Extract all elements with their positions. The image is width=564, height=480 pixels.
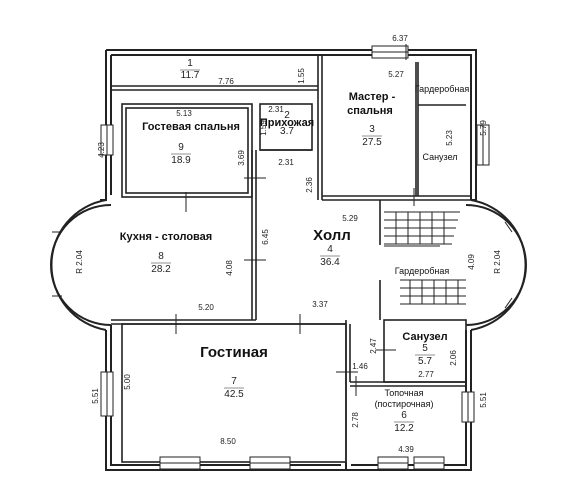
dim-5-20: 5.20 [198,303,214,312]
interior-walls [111,55,471,463]
dim-5-00: 5.00 [123,374,132,390]
dim-4-23: 4.23 [97,142,106,158]
room-9-number: 9 [178,142,184,153]
room-3-number: 3 [369,124,375,135]
room-4-area: 36.4 [320,257,340,268]
wardrobe-top-label: Гардеробная [415,84,470,94]
room-3-name-line2: спальня [347,105,393,117]
room-7-number: 7 [231,376,237,387]
dim-2-47: 2.47 [369,338,378,354]
dim-3-37: 3.37 [312,300,328,309]
dim-4-09: 4.09 [467,254,476,270]
room-9-name: Гостевая спальня [142,121,240,133]
staircase [384,211,466,305]
dim-5-27: 5.27 [388,70,404,79]
dim-4-08: 4.08 [225,260,234,276]
room-8-name: Кухня - столовая [120,231,212,243]
room-7-area: 42.5 [224,389,244,400]
dim-r-2-04-right: R 2.04 [493,250,502,274]
dim-2-36: 2.36 [305,177,314,193]
room-4-number: 4 [327,244,333,255]
room-2-number: 2 [284,110,290,121]
dim-5-51-right: 5.51 [479,392,488,408]
room-5-number: 5 [422,343,428,354]
dim-5-13: 5.13 [176,109,192,118]
dim-5-29: 5.29 [342,214,358,223]
dim-6-45: 6.45 [261,229,270,245]
room-6-number: 6 [401,410,407,421]
dim-5-51-left: 5.51 [91,388,100,404]
room-1-number: 1 [187,58,193,69]
dim-2-77: 2.77 [418,370,434,379]
room-5-area: 5.7 [418,356,432,367]
room-2-area: 3.7 [280,126,294,137]
room-2-name: Прихожая [260,117,314,129]
dim-4-39: 4.39 [398,445,414,454]
dim-2-78: 2.78 [351,412,360,428]
room-labels: 1 11.7 Прихожая 2 3.7 Мастер - спальня 3… [120,58,470,434]
dim-1-55: 1.55 [297,68,306,84]
bathroom-top-label: Санузел [422,152,457,162]
dim-r-2-04-left: R 2.04 [75,250,84,274]
dim-1-59: 1.59 [259,120,268,136]
dim-7-76: 7.76 [218,77,234,86]
room-6-name-line2: (постирочная) [375,399,434,409]
dim-5-23: 5.23 [445,130,454,146]
room-6-name-line1: Топочная [384,388,423,398]
dimension-labels: 6.37 7.76 1.55 5.27 5.79 5.13 2.31 1.59 … [75,34,502,454]
dim-2-06: 2.06 [449,350,458,366]
room-3-name-line1: Мастер - [349,91,396,103]
dim-2-31-b: 2.31 [278,158,294,167]
room-1-area: 11.7 [181,70,200,81]
room-9-area: 18.9 [171,155,191,166]
dim-5-79: 5.79 [479,120,488,136]
dim-1-46: 1.46 [352,362,368,371]
room-7-name: Гостиная [200,344,268,361]
dim-2-31-a: 2.31 [268,105,284,114]
windows [52,45,513,470]
wardrobe-mid-label: Гардеробная [395,266,450,276]
room-6-area: 12.2 [394,423,414,434]
room-5-name: Санузел [402,331,447,343]
room-4-name: Холл [313,227,351,244]
dim-8-50: 8.50 [220,437,236,446]
dim-6-37: 6.37 [392,34,408,43]
room-3-area: 27.5 [362,137,382,148]
room-8-number: 8 [158,251,164,262]
dim-3-69: 3.69 [237,150,246,166]
room-8-area: 28.2 [151,264,171,275]
door-ticks [175,44,415,396]
